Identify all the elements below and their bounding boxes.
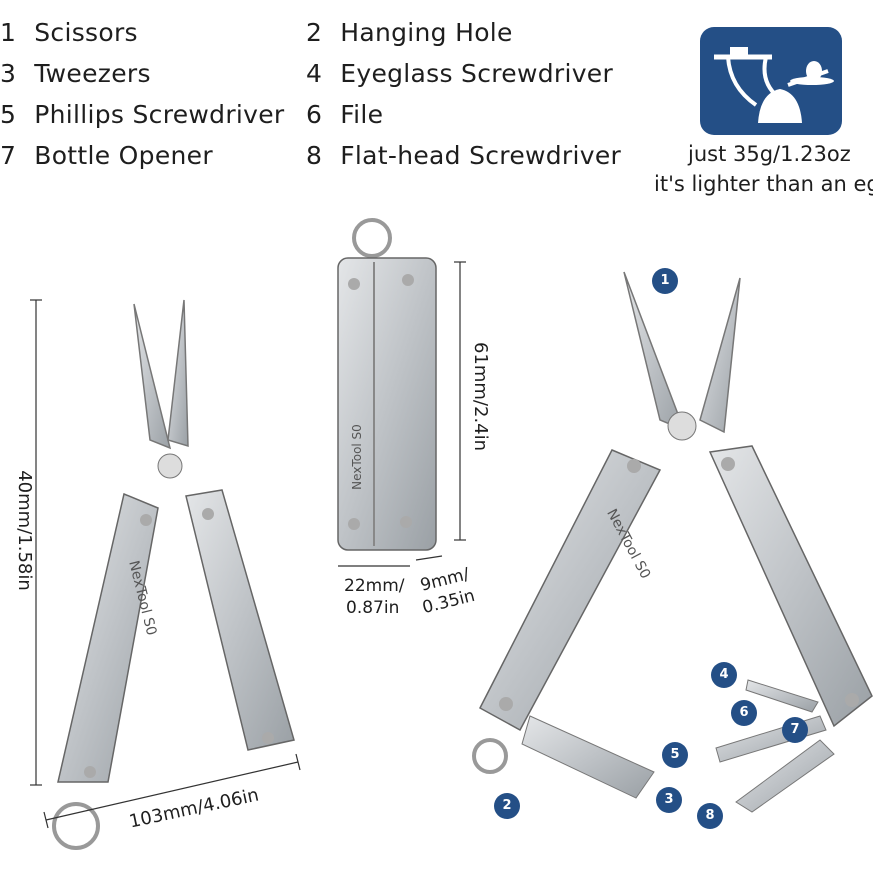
tool-legend-right: 2 Hanging Hole 4 Eyeglass Screwdriver 6 … (306, 12, 621, 176)
marker-bottle-opener: 7 (782, 717, 808, 743)
rivet (721, 457, 735, 471)
dimension-line (415, 555, 443, 561)
dimension-line (45, 761, 299, 821)
closed-height-label: 61mm/2.4in (470, 341, 492, 452)
rivet (845, 693, 859, 707)
marker-scissors: 1 (652, 268, 678, 294)
weight-comparison-text: it's lighter than an egg (654, 172, 873, 196)
pivot-screw (157, 453, 183, 479)
marker-tweezers: 3 (656, 787, 682, 813)
open-height-label: 40mm/1.58in (13, 470, 35, 591)
legend-item: 2 Hanging Hole (306, 18, 513, 47)
rivet (84, 766, 96, 778)
flat-head-screwdriver-tool (735, 739, 835, 813)
open-multitool-vertical (52, 299, 295, 850)
legend-item: 8 Flat-head Screwdriver (306, 141, 622, 170)
weight-text: just 35g/1.23oz (688, 142, 851, 166)
handle (57, 492, 159, 783)
rivet (627, 459, 641, 473)
eyeglass-screwdriver-tool (745, 679, 819, 713)
scissor-blade (699, 277, 741, 434)
balance-scale-icon (714, 47, 834, 123)
handle (185, 489, 295, 751)
tweezers-tool (521, 715, 655, 799)
tool-legend-left: 1 Scissors 3 Tweezers 5 Phillips Screwdr… (0, 12, 285, 176)
rivet (262, 732, 274, 744)
pivot-screw (667, 411, 697, 441)
scale-badge (700, 27, 842, 135)
dimension-tick (295, 753, 301, 771)
handle (708, 445, 873, 728)
legend-item: 4 Eyeglass Screwdriver (306, 59, 614, 88)
marker-hanging-hole: 2 (494, 793, 520, 819)
closed-width-label-1: 22mm/ (344, 576, 405, 596)
marker-eyeglass-screwdriver: 4 (711, 662, 737, 688)
dimension-tick (43, 811, 49, 829)
scissor-blade (623, 271, 686, 432)
legend-item: 5 Phillips Screwdriver (0, 100, 285, 129)
marker-flat-head-screwdriver: 8 (697, 803, 723, 829)
legend-item: 7 Bottle Opener (0, 141, 213, 170)
scissor-blade (133, 303, 172, 450)
rivet (348, 278, 360, 290)
rivet (140, 514, 152, 526)
closed-multitool (337, 218, 437, 551)
closed-body (337, 257, 437, 551)
rivet (400, 516, 412, 528)
legend-item: 6 File (306, 100, 384, 129)
handle (479, 449, 662, 732)
marker-phillips-screwdriver: 5 (662, 742, 688, 768)
key-ring (52, 802, 100, 850)
closed-width-label-2: 0.87in (346, 598, 400, 618)
key-ring (472, 738, 508, 774)
open-multitool-spread (472, 271, 873, 813)
legend-item: 3 Tweezers (0, 59, 151, 88)
rivet (402, 274, 414, 286)
rivet (202, 508, 214, 520)
legend-item: 1 Scissors (0, 18, 138, 47)
rivet (348, 518, 360, 530)
brand-engraving: NexTool S0 (349, 424, 364, 490)
key-ring (352, 218, 392, 258)
marker-file: 6 (731, 700, 757, 726)
scissor-blade (167, 299, 189, 448)
rivet (499, 697, 513, 711)
